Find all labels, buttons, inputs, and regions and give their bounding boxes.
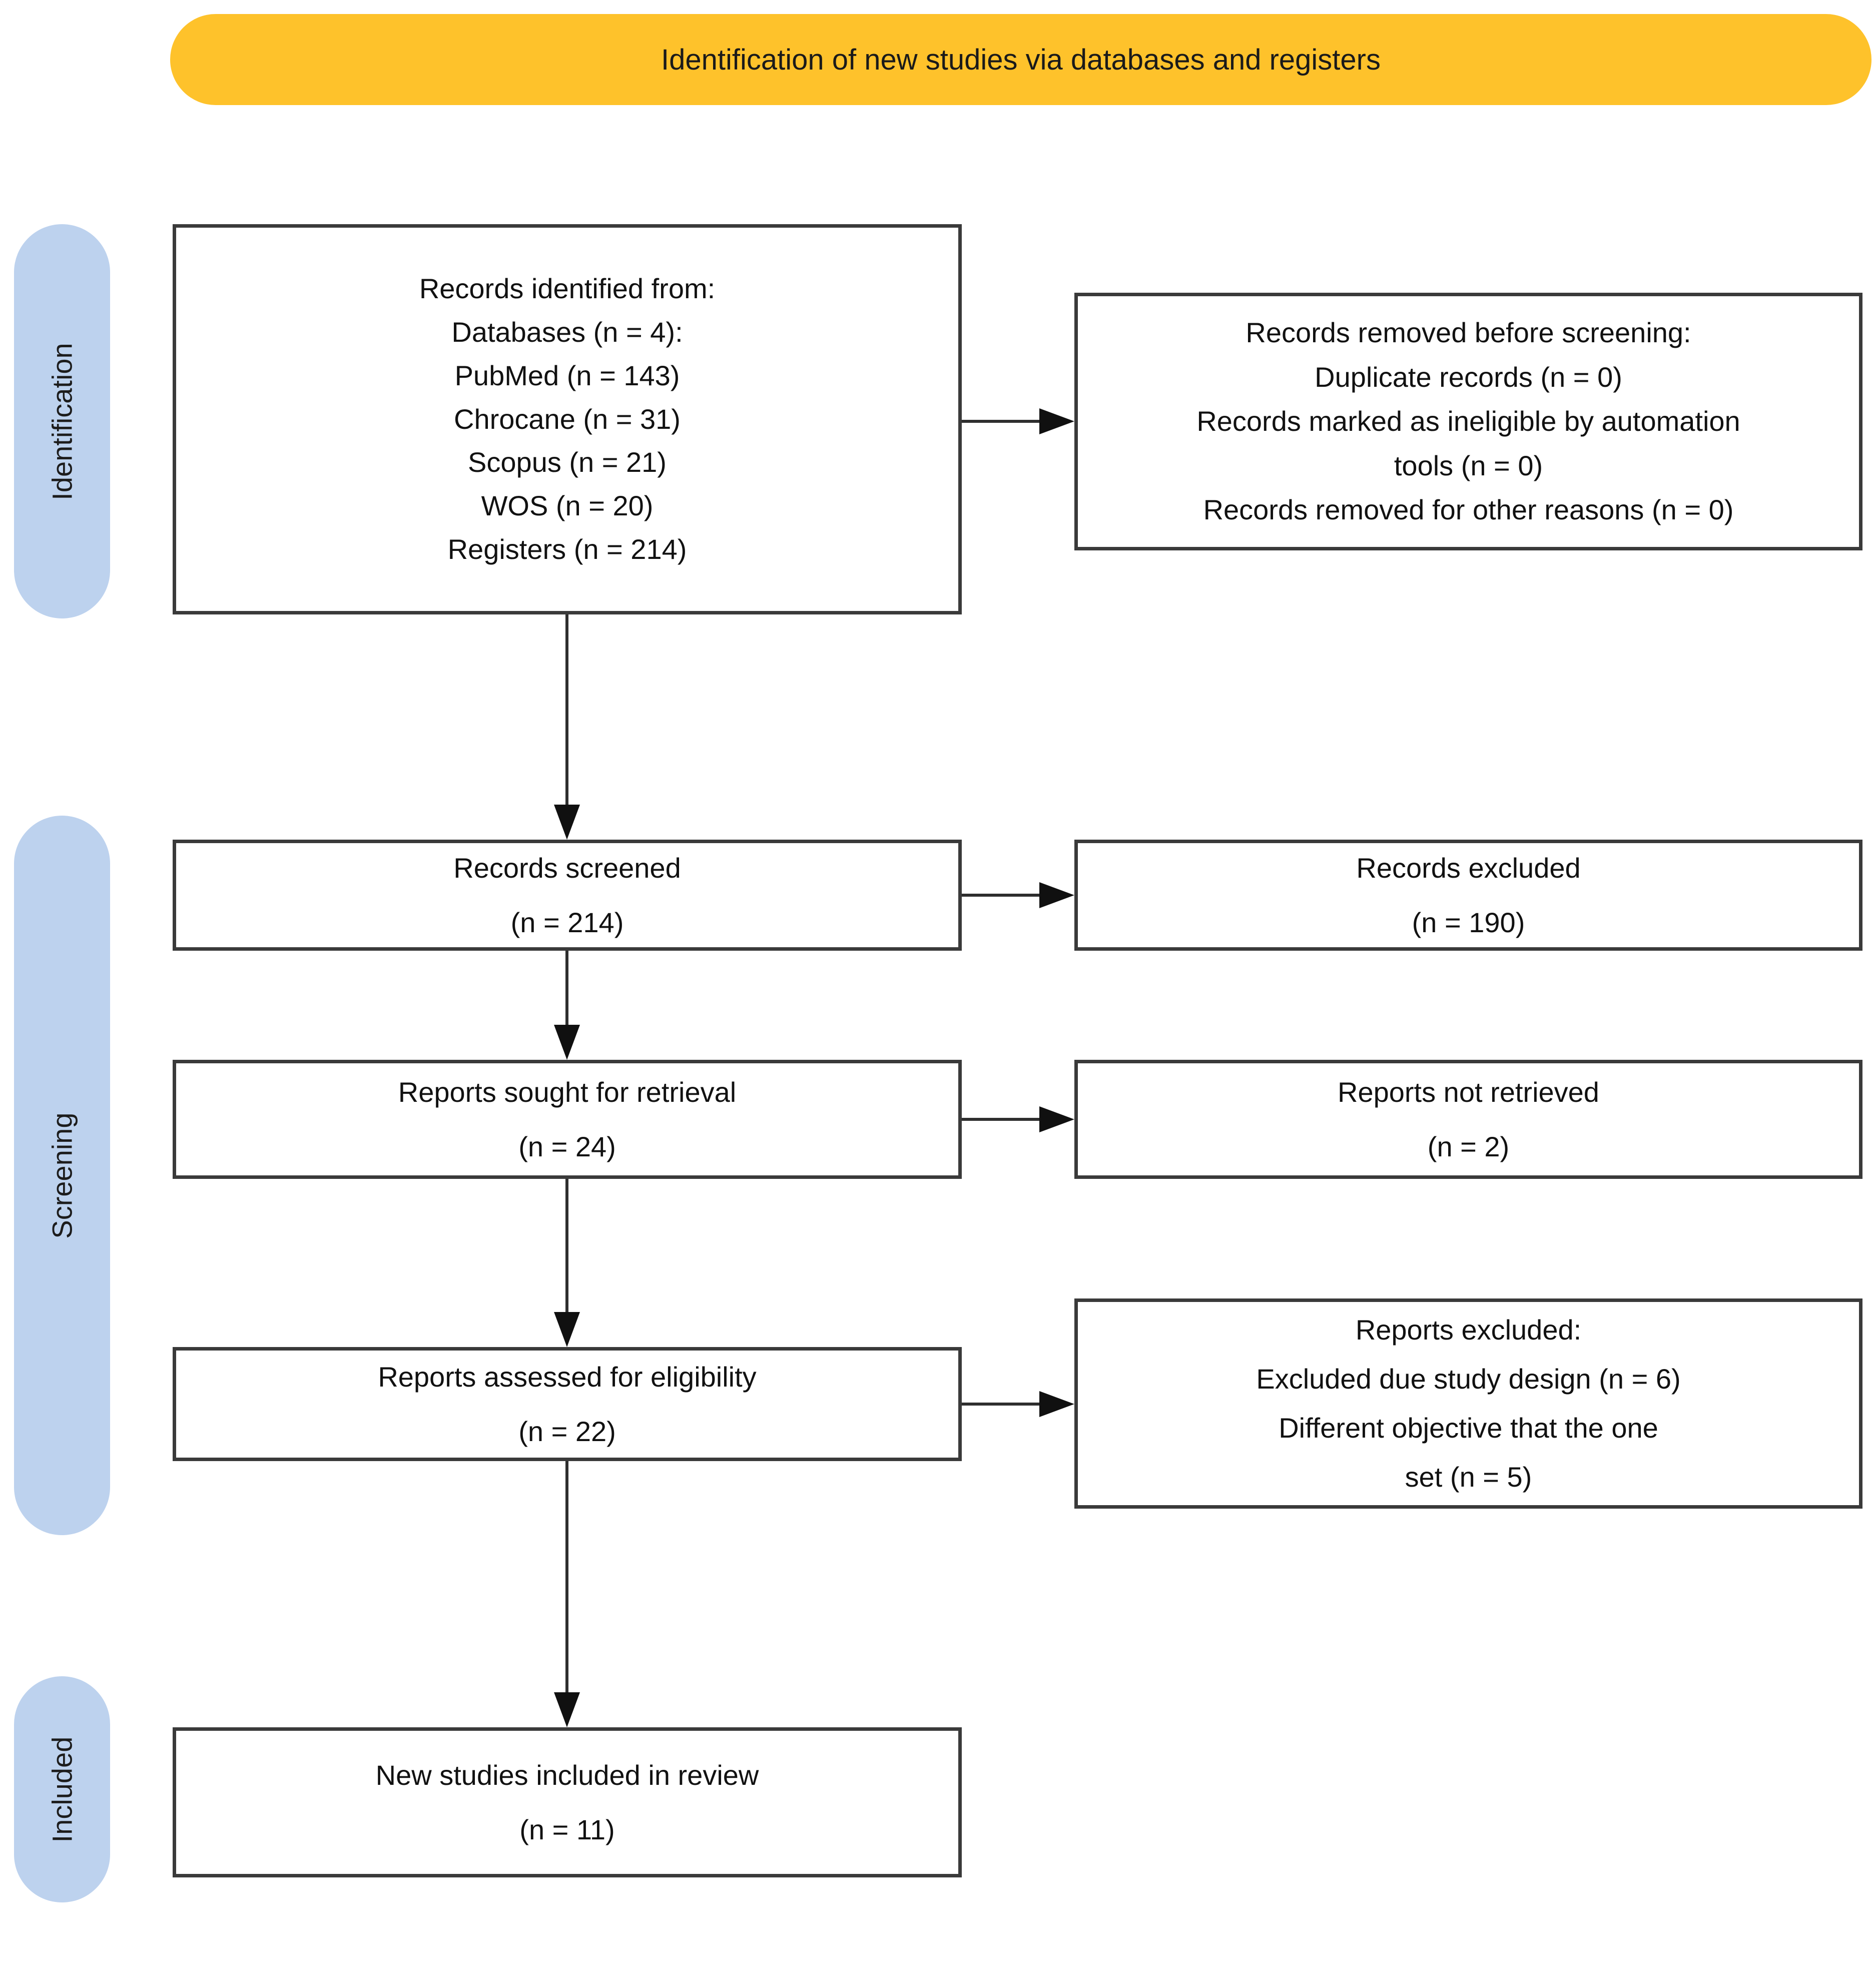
diagram-title-banner: Identification of new studies via databa…	[170, 14, 1871, 105]
records-removed-box: Records removed before screening:Duplica…	[1074, 293, 1862, 550]
arrow-screened-to-sought-line	[565, 951, 568, 1025]
arrow-assessed-to-included-line	[565, 1461, 568, 1692]
stage-label-included: Included	[14, 1676, 110, 1902]
arrow-screened-to-sought-head	[554, 1025, 580, 1060]
arrow-identified-to-removed-head	[1039, 408, 1074, 434]
stage-label-screening-text: Screening	[46, 1112, 78, 1239]
reports-not-retrieved-box: Reports not retrieved(n = 2)	[1074, 1060, 1862, 1179]
arrow-identified-to-screened-line	[565, 614, 568, 805]
arrow-assessed-to-included-head	[554, 1692, 580, 1727]
arrow-identified-to-removed-line	[962, 420, 1041, 423]
stage-label-included-text: Included	[46, 1736, 78, 1842]
records-identified-box: Records identified from:Databases (n = 4…	[173, 224, 962, 614]
arrow-screened-to-excluded-head	[1039, 882, 1074, 908]
arrow-screened-to-excluded-line	[962, 894, 1041, 897]
records-screened-box: Records screened(n = 214)	[173, 840, 962, 951]
arrow-identified-to-screened-head	[554, 805, 580, 840]
stage-label-identification: Identification	[14, 224, 110, 618]
records-excluded-box: Records excluded(n = 190)	[1074, 840, 1862, 951]
diagram-title: Identification of new studies via databa…	[661, 43, 1381, 76]
arrow-sought-to-notretrieved-head	[1039, 1106, 1074, 1132]
arrow-assessed-to-reportsexcluded-head	[1039, 1391, 1074, 1417]
stage-label-identification-text: Identification	[46, 342, 78, 500]
reports-assessed-box: Reports assessed for eligibility(n = 22)	[173, 1347, 962, 1461]
arrow-sought-to-notretrieved-line	[962, 1118, 1041, 1121]
reports-sought-box: Reports sought for retrieval(n = 24)	[173, 1060, 962, 1179]
new-studies-included-box: New studies included in review(n = 11)	[173, 1727, 962, 1877]
arrow-assessed-to-reportsexcluded-line	[962, 1403, 1041, 1406]
arrow-sought-to-assessed-line	[565, 1179, 568, 1312]
arrow-sought-to-assessed-head	[554, 1312, 580, 1347]
stage-label-screening: Screening	[14, 816, 110, 1535]
reports-excluded-box: Reports excluded:Excluded due study desi…	[1074, 1298, 1862, 1509]
